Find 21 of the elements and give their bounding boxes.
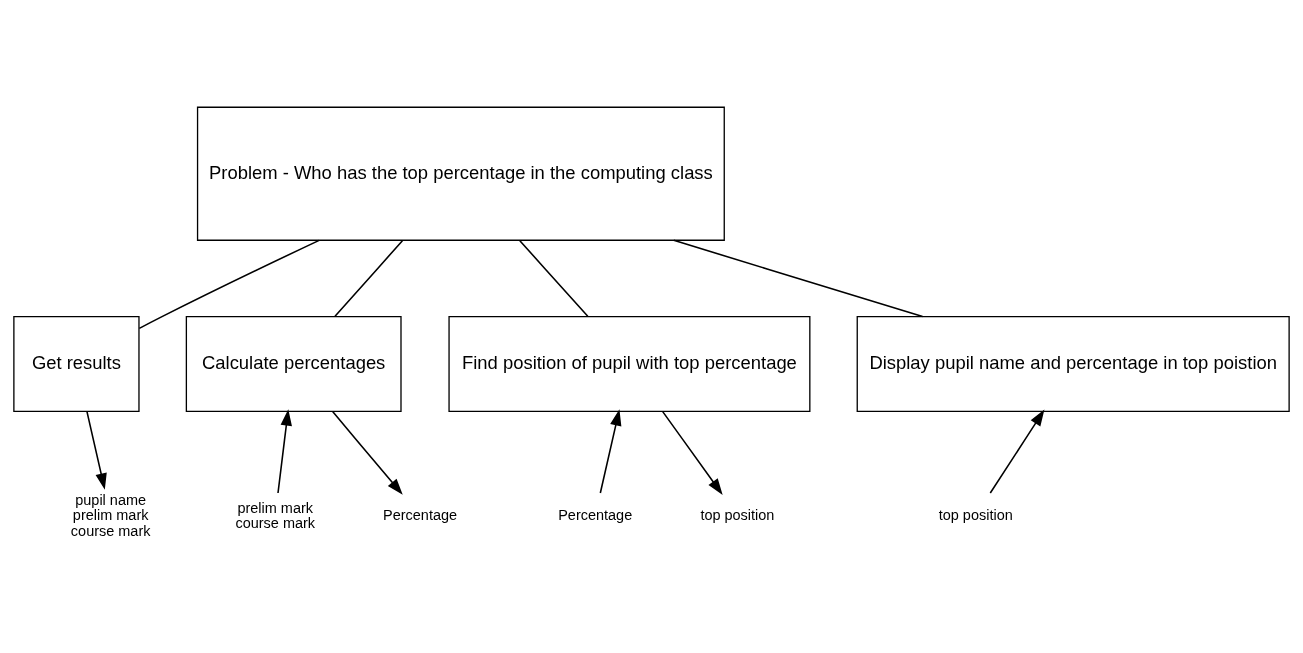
arrow (661, 410, 723, 495)
node-box: Find position of pupil with top percentage (448, 315, 811, 413)
node-box: Get results (13, 315, 140, 413)
node-text: top position (700, 507, 775, 524)
node-box: Display pupil name and percentage in top poistion (856, 315, 1290, 413)
node-text: top position (938, 507, 1013, 524)
connector (673, 239, 924, 318)
node-text: Percentage (558, 507, 633, 524)
node-text: pupil name prelim mark course mark (70, 491, 151, 540)
connector (519, 239, 589, 318)
node-box: Problem - Who has the top percentage in the computing class (196, 106, 725, 241)
arrow (331, 410, 403, 495)
arrow (86, 410, 107, 490)
node-text: prelim mark course mark (235, 499, 316, 532)
arrow (599, 409, 622, 494)
connector (138, 239, 320, 330)
node-text: Percentage (383, 507, 458, 524)
connector (334, 239, 404, 318)
arrow (277, 409, 292, 494)
node-box: Calculate percentages (185, 315, 402, 413)
arrow (989, 409, 1045, 494)
